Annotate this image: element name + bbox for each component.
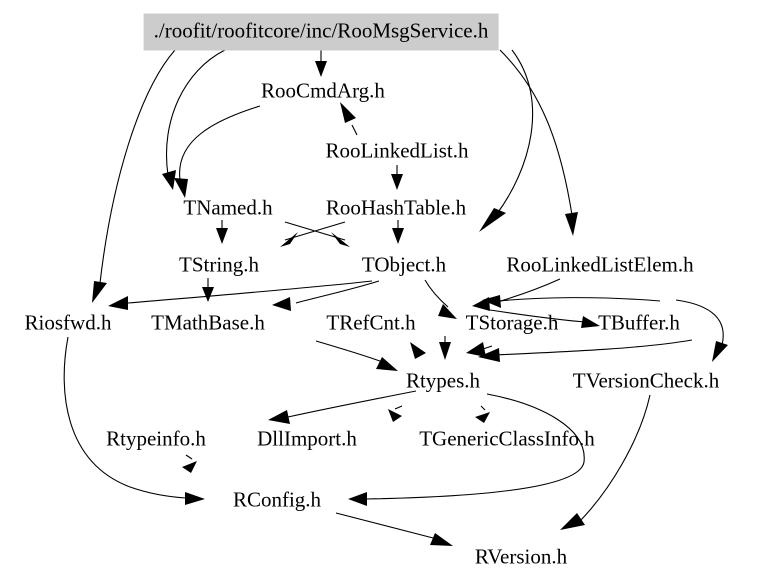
node-roolinkedlistelem[interactable]: RooLinkedListElem.h — [506, 252, 694, 277]
node-tbuffer[interactable]: TBuffer.h — [598, 310, 680, 335]
edge-tmathbase-rtypes — [410, 342, 426, 359]
edge-tobject-tstorage — [424, 279, 457, 319]
edge-root-tnamed — [162, 49, 226, 190]
edge-root-riosfwd — [92, 49, 176, 303]
edge-root-roolinkedlistelem — [499, 49, 578, 236]
node-tstring[interactable]: TString.h — [179, 252, 259, 277]
node-riosfwd[interactable]: Riosfwd.h — [24, 310, 112, 335]
node-roocmdarg[interactable]: RooCmdArg.h — [261, 78, 385, 103]
edge-roolinkedlist-roocmdarg — [340, 102, 358, 136]
edge-tversioncheck-rtypes — [478, 339, 693, 362]
edge-roolinkedlist-roohashtable — [391, 165, 403, 190]
edge-tstorage-rtypes — [439, 336, 451, 360]
edge-tstring-tmathbase — [202, 278, 214, 302]
node-trefcnt[interactable]: TRefCnt.h — [326, 310, 416, 335]
edge-trefcnt-rtypes — [315, 340, 398, 371]
node-tstorage[interactable]: TStorage.h — [465, 310, 559, 335]
edge-tbuffer-tstorage — [482, 295, 661, 308]
edge-root-tobject — [479, 49, 534, 232]
edge-tobject-tmathbase — [108, 280, 373, 310]
node-rconfig[interactable]: RConfig.h — [232, 487, 322, 512]
node-tobject[interactable]: TObject.h — [361, 252, 447, 277]
edge-rconfig-rversion — [335, 512, 453, 546]
edge-tbuffer-tversioncheck — [675, 299, 728, 362]
node-root[interactable]: ./roofit/roofitcore/inc/RooMsgService.h — [143, 13, 499, 51]
edge-tstorage-tbuffer — [489, 309, 600, 328]
edge-tversioncheck-rversion — [560, 394, 651, 530]
edge-roohashtable-tobject — [392, 220, 404, 244]
edge-tversioncheck-rtypes-right — [466, 342, 493, 357]
edge-rtypes-tgenericclassinfo — [475, 405, 490, 423]
edge-root-roocmdarg — [315, 50, 327, 77]
edge-rtypeinfo-rconfig — [182, 454, 197, 473]
edge-riosfwd-rconfig — [63, 336, 205, 505]
edge-roolinkedlistelem-tstorage — [472, 278, 561, 311]
node-roohashtable[interactable]: RooHashTable.h — [325, 195, 467, 220]
node-tmathbase[interactable]: TMathBase.h — [151, 310, 265, 335]
node-roolinkedlist[interactable]: RooLinkedList.h — [325, 138, 469, 163]
edge-tnamed-tobject — [284, 221, 350, 247]
node-rtypes[interactable]: Rtypes.h — [405, 368, 481, 393]
edge-tnamed-tstring — [216, 220, 228, 244]
edge-roohashtable-tstring — [280, 221, 346, 247]
node-tnamed[interactable]: TNamed.h — [183, 195, 273, 220]
edge-roocmdarg-tnamed — [174, 105, 261, 198]
edge-rtypes-rconfig — [348, 393, 585, 506]
node-tversioncheck[interactable]: TVersionCheck.h — [572, 368, 720, 393]
edge-rtypes-rtypeinfo — [268, 390, 417, 424]
node-tgenericclassinfo[interactable]: TGenericClassInfo.h — [419, 426, 595, 451]
edge-tobject-rtypes — [272, 280, 380, 311]
edge-rtypes-dllimport — [388, 405, 403, 422]
node-dllimport[interactable]: DllImport.h — [257, 426, 357, 451]
node-rversion[interactable]: RVersion.h — [474, 544, 568, 569]
node-rtypeinfo[interactable]: Rtypeinfo.h — [106, 426, 206, 451]
